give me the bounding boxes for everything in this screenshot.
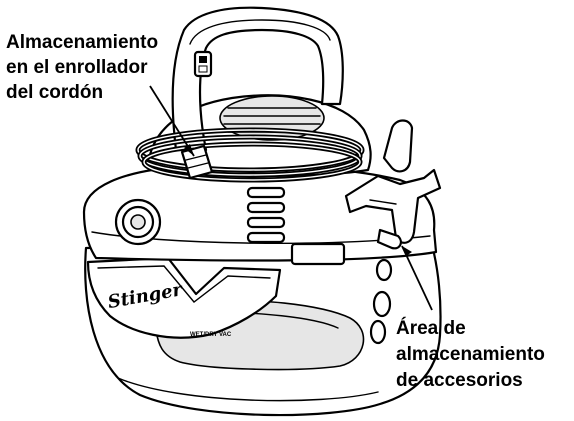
accessory-storage-label: Área de almacenamiento de accesorios xyxy=(396,317,545,391)
blower-port xyxy=(114,198,162,246)
accessory-storage-line-1: Área de xyxy=(396,317,466,339)
cord-storage-arrow-icon xyxy=(184,144,194,156)
cord-storage-leader xyxy=(149,85,195,157)
motor-band xyxy=(82,163,438,266)
accessory-storage-line-2: almacenamiento xyxy=(396,344,545,365)
accessory-storage-arrow-icon xyxy=(402,246,412,256)
carry-handle xyxy=(171,6,344,152)
power-switch-icon xyxy=(193,50,213,78)
cord-storage-line-1: Almacenamiento xyxy=(6,32,158,53)
accessory-storage-leader xyxy=(401,245,433,311)
cord-hook xyxy=(180,144,214,180)
cord-wrap xyxy=(135,127,365,183)
accessory-holder xyxy=(344,119,442,250)
cord-storage-line-3: del cordón xyxy=(6,82,103,103)
product-badge: WET/DRY VAC xyxy=(190,332,232,338)
front-label-panel: Stinger WET/DRY VAC xyxy=(86,256,282,339)
cord-storage-line-2: en el enrollador xyxy=(6,57,148,78)
accessory-storage-line-3: de accesorios xyxy=(396,370,523,391)
cord-storage-label: Almacenamiento en el enrollador del cord… xyxy=(6,32,158,103)
